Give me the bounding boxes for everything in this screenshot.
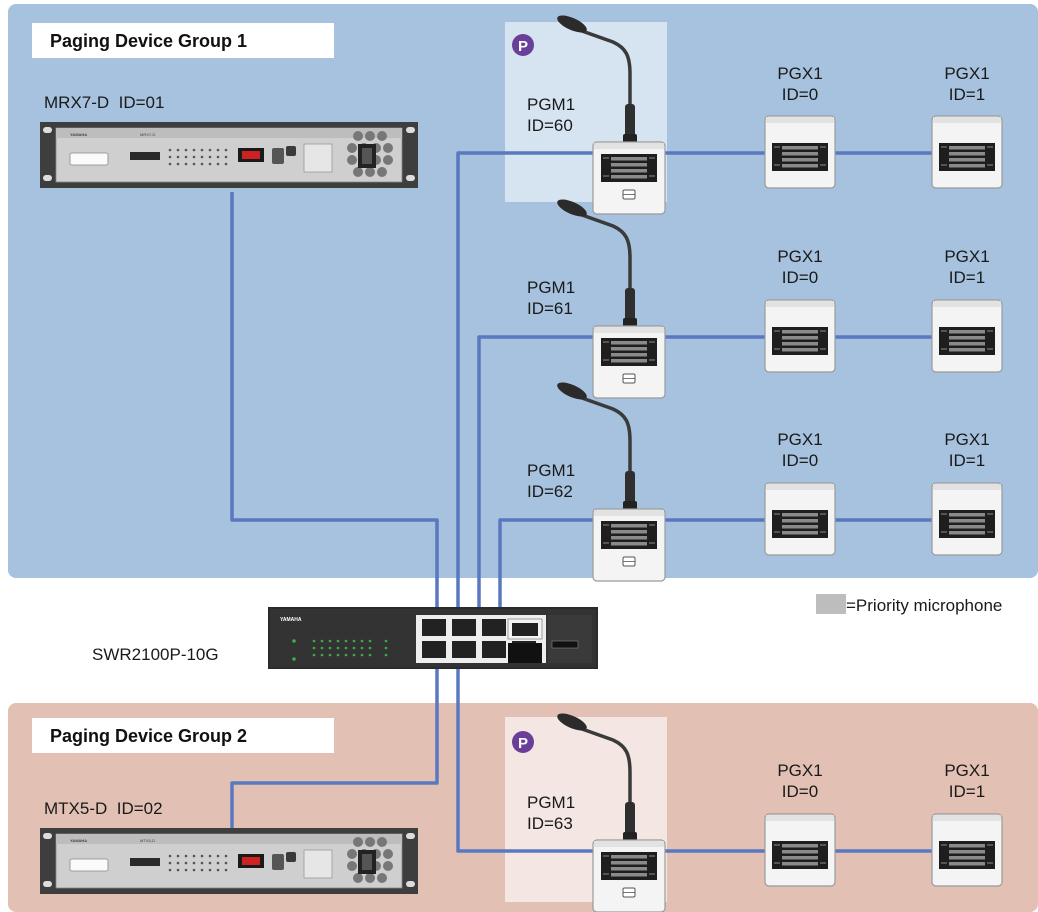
cable-mrx-to-switch [230,192,439,615]
mrx7-d-device: YAMAHA MRX7-D [39,121,419,189]
pgm-name-row4: PGM1 [527,793,575,812]
pgx-a-name-row2: PGX1 [777,247,822,266]
pgx-a-id-row3: ID=0 [782,451,818,470]
pgx-b-id-row4: ID=1 [949,782,985,801]
pgx-b-name-row4: PGX1 [944,761,989,780]
cable-switch-to-pgm63 [456,665,600,853]
pgx-b-id-row3: ID=1 [949,451,985,470]
pgx1-device-row3-a [764,482,836,556]
legend-swatch [816,594,846,614]
group2-title: Paging Device Group 2 [50,726,247,746]
pgm-id-row3: ID=62 [527,482,573,501]
pgx-a-name-row3: PGX1 [777,430,822,449]
mtx-brand: YAMAHA [70,838,87,843]
pgx-b-name-row2: PGX1 [944,247,989,266]
pgx1-device-row4-b [931,813,1003,887]
pgm-name-row2: PGM1 [527,278,575,297]
network-cables [230,151,932,853]
pgx-b-id-row2: ID=1 [949,268,985,287]
pgx-b-id-row1: ID=1 [949,85,985,104]
pgx-a-id-row2: ID=0 [782,268,818,287]
pgx-b-name-row1: PGX1 [944,64,989,83]
pgx-a-name-row4: PGX1 [777,761,822,780]
group1-title: Paging Device Group 1 [50,31,247,51]
priority-badge-2: P [512,731,534,753]
cable-pgm62-to-switch [498,518,600,615]
mtx-model: MTX5-D [140,838,155,843]
pgx1-device-row4-a [764,813,836,887]
pgx-b-name-row3: PGX1 [944,430,989,449]
group2-title-box [32,718,334,753]
pgm-name-row3: PGM1 [527,461,575,480]
pgm-id-row1: ID=60 [527,116,573,135]
pgm-id-row4: ID=63 [527,814,573,833]
mtx-label: MTX5-D ID=02 [44,799,163,818]
cable-pgm60-to-switch [456,151,600,615]
cable-pgm61-to-switch [477,335,600,615]
priority-badge-1-letter: P [518,38,528,55]
pgm-name-row1: PGM1 [527,95,575,114]
cable-switch-to-mtx [230,665,439,830]
pgx1-device-row2-b [931,299,1003,373]
pgx1-device-row2-a [764,299,836,373]
pgm-id-row2: ID=61 [527,299,573,318]
mrx-model: MRX7-D [140,132,155,137]
swr2100p-10g-switch: YAMAHA [268,607,598,669]
priority-badge-2-letter: P [518,735,528,752]
pgx-a-id-row1: ID=0 [782,85,818,104]
priority-badge-1: P [512,34,534,56]
switch-brand: YAMAHA [280,617,302,623]
legend-text: =Priority microphone [846,596,1002,615]
mrx-label: MRX7-D ID=01 [44,93,164,112]
mrx-brand: YAMAHA [70,132,87,137]
pgx1-device-row1-b [931,115,1003,189]
pgx1-device-row1-a [764,115,836,189]
pgx1-device-row3-b [931,482,1003,556]
group1-title-box [32,23,334,58]
mtx5-d-device: YAMAHA MTX5-D [39,827,419,895]
pgx-a-id-row4: ID=0 [782,782,818,801]
switch-label: SWR2100P-10G [92,645,219,664]
pgx-a-name-row1: PGX1 [777,64,822,83]
